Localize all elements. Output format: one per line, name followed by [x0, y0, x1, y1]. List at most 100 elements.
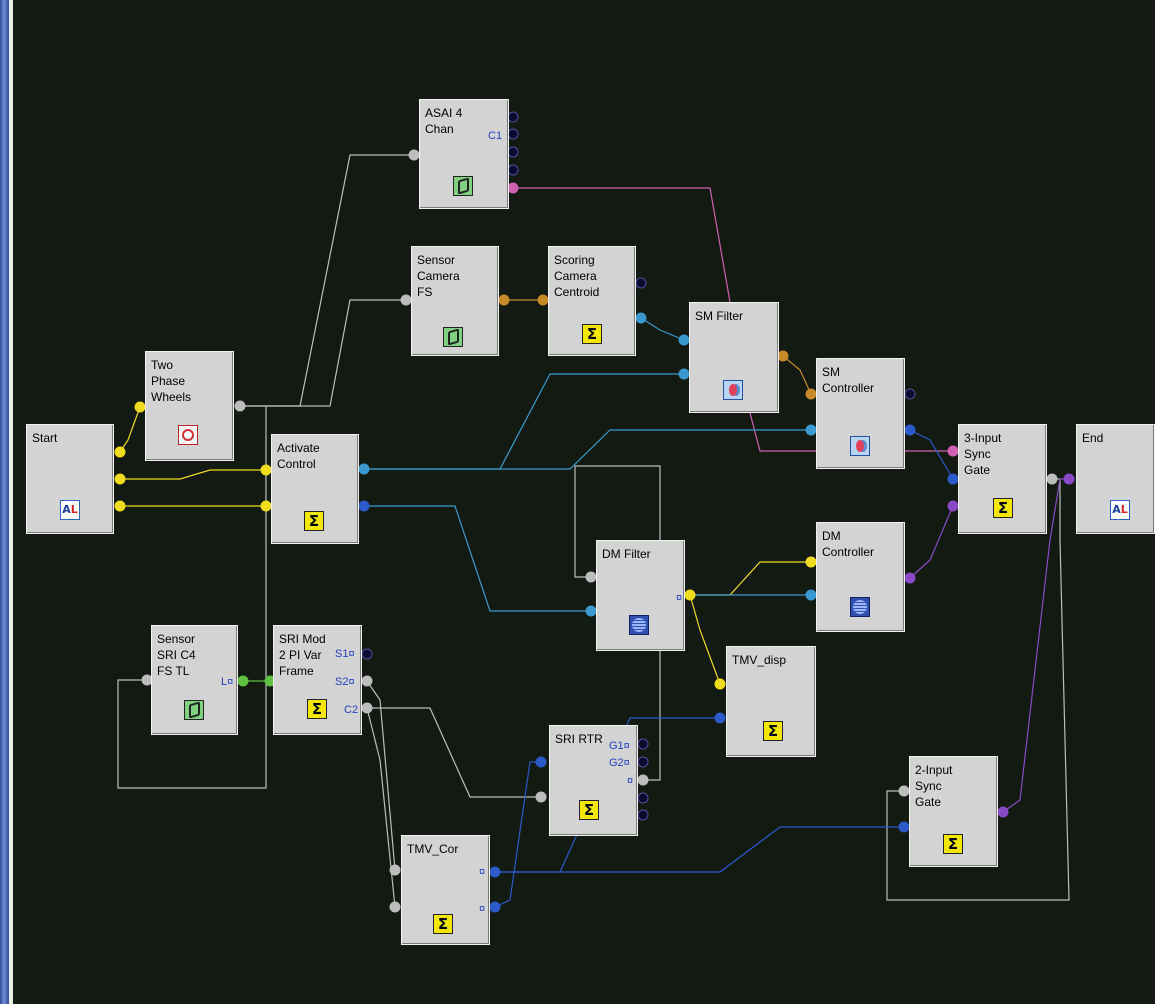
port-gate3-in1[interactable] [947, 445, 959, 457]
block-dm-filter[interactable]: DM Filter ¤ [596, 540, 685, 651]
port-srirtr-out4[interactable] [637, 792, 649, 804]
port-smcontroller-out2[interactable] [904, 424, 916, 436]
port-asai-out-3[interactable] [507, 146, 519, 158]
wire-start-to-wheels[interactable] [119, 406, 141, 453]
port-tmvcor-out1[interactable] [489, 866, 501, 878]
port-scoring-out1[interactable] [635, 277, 647, 289]
wire-smfilter-to-smcontroller[interactable] [782, 355, 812, 395]
wire-wheels-to-asai[interactable] [240, 154, 414, 407]
port-srimod-s1[interactable] [361, 648, 373, 660]
port-srirtr-in1[interactable] [535, 756, 547, 768]
port-dmcontroller-in1[interactable] [805, 556, 817, 568]
port-gate2-out[interactable] [997, 806, 1009, 818]
wire-dmfilter-to-tmvdisp[interactable] [689, 594, 721, 685]
port-sensorcam-out[interactable] [498, 294, 510, 306]
block-asai-4-chan[interactable]: ASAI 4 Chan C1 [419, 99, 509, 209]
port-wheels-in[interactable] [134, 401, 146, 413]
wire-tmvcor-to-srirtr[interactable] [494, 761, 541, 908]
port-dmcontroller-out[interactable] [904, 572, 916, 584]
port-asai-out-2[interactable] [507, 128, 519, 140]
wire-tmvcor-to-gate2[interactable] [495, 826, 904, 873]
wire-srirtr-to-dmfilter[interactable] [574, 465, 661, 781]
port-activate-in1[interactable] [260, 464, 272, 476]
port-scoring-in[interactable] [537, 294, 549, 306]
wire-scoring-to-smfilter[interactable] [640, 317, 685, 341]
block-scoring-camera-centroid[interactable]: Scoring Camera Centroid Σ [548, 246, 636, 356]
block-scoring-camera-centroid-label: Scoring Camera Centroid [554, 253, 600, 299]
wire-smcontroller-to-gate3[interactable] [909, 429, 954, 480]
block-two-phase-wheels[interactable]: Two Phase Wheels [145, 351, 234, 461]
wire-gate2-to-end[interactable] [1002, 478, 1069, 813]
port-tmvcor-out2[interactable] [489, 901, 501, 913]
port-smcontroller-out1[interactable] [904, 388, 916, 400]
port-activate-out1[interactable] [358, 463, 370, 475]
wire-activate-to-smfilter[interactable] [364, 373, 684, 470]
port-smcontroller-in1[interactable] [805, 388, 817, 400]
port-asai-out-1[interactable] [507, 111, 519, 123]
port-smcontroller-in2[interactable] [805, 424, 817, 436]
port-start-out1[interactable] [114, 446, 126, 458]
port-srirtr-g2[interactable] [637, 756, 649, 768]
port-gate3-in3[interactable] [947, 500, 959, 512]
port-activate-in2[interactable] [260, 500, 272, 512]
block-tmv-cor[interactable]: TMV_Cor ¤ ¤ Σ [401, 835, 490, 945]
port-srirtr-in2[interactable] [535, 791, 547, 803]
port-wheels-out[interactable] [234, 400, 246, 412]
block-three-input-sync-gate[interactable]: 3-Input Sync Gate Σ [958, 424, 1047, 534]
port-gate3-out[interactable] [1046, 473, 1058, 485]
block-sensor-sri-c4[interactable]: Sensor SRI C4 FS TL L¤ [151, 625, 238, 735]
port-srirtr-g1[interactable] [637, 738, 649, 750]
wire-activate-to-smcontroller[interactable] [364, 429, 811, 470]
port-asai-c1[interactable] [507, 182, 519, 194]
port-dmfilter-in2[interactable] [585, 605, 597, 617]
block-tmv-disp[interactable]: TMV_disp Σ [726, 646, 816, 757]
port-gate3-in2[interactable] [947, 473, 959, 485]
port-scoring-out2[interactable] [635, 312, 647, 324]
port-gate2-in2[interactable] [898, 821, 910, 833]
block-activate-control[interactable]: Activate Control Σ [271, 434, 359, 544]
block-sm-filter[interactable]: SM Filter [689, 302, 779, 413]
port-asai-out-4[interactable] [507, 164, 519, 176]
port-srimod-c2[interactable] [361, 702, 373, 714]
port-asai-in[interactable] [408, 149, 420, 161]
port-dmfilter-in1[interactable] [585, 571, 597, 583]
port-start-out3[interactable] [114, 500, 126, 512]
wire-start-to-activate-1[interactable] [120, 469, 266, 480]
port-smfilter-in2[interactable] [678, 368, 690, 380]
port-smfilter-out[interactable] [777, 350, 789, 362]
block-sri-mod[interactable]: SRI Mod 2 PI Var Frame S1¤ S2¤ C2 Σ [273, 625, 362, 735]
port-activate-out2[interactable] [358, 500, 370, 512]
block-sri-rtr[interactable]: SRI RTR G1¤ G2¤ ¤ Σ [549, 725, 638, 836]
port-tmvdisp-in1[interactable] [714, 678, 726, 690]
port-end-in[interactable] [1063, 473, 1075, 485]
wire-asai-to-smfilter[interactable] [513, 187, 731, 303]
port-gate2-in1[interactable] [898, 785, 910, 797]
wire-dmcontroller-to-gate3[interactable] [909, 505, 954, 579]
port-sensorcam-in[interactable] [400, 294, 412, 306]
wire-srimod-to-srirtr[interactable] [367, 707, 541, 798]
port-tmvcor-in2[interactable] [389, 901, 401, 913]
wire-activate-to-dmfilter[interactable] [364, 505, 591, 612]
wire-srimod-to-tmvcor-2[interactable] [366, 707, 396, 908]
port-smfilter-in1[interactable] [678, 334, 690, 346]
block-sensor-camera-fs[interactable]: Sensor Camera FS [411, 246, 499, 356]
port-srirtr-out[interactable] [637, 774, 649, 786]
block-sm-controller[interactable]: SM Controller [816, 358, 905, 469]
port-dmcontroller-in2[interactable] [805, 589, 817, 601]
port-tmvcor-in1[interactable] [389, 864, 401, 876]
al-icon-a: A [62, 503, 71, 516]
port-srimod-s2[interactable] [361, 675, 373, 687]
port-dmfilter-out[interactable] [684, 589, 696, 601]
port-sric4-out[interactable] [237, 675, 249, 687]
block-dm-controller[interactable]: DM Controller [816, 522, 905, 632]
wire-wheels-to-sensor-camera[interactable] [240, 299, 406, 407]
block-two-input-sync-gate[interactable]: 2-Input Sync Gate Σ [909, 756, 998, 867]
wire-srimod-to-tmvcor-1[interactable] [366, 680, 396, 871]
wire-sri-c4-loop[interactable] [117, 406, 267, 789]
port-tmvdisp-in2[interactable] [714, 712, 726, 724]
port-srirtr-out5[interactable] [637, 809, 649, 821]
wire-dmfilter-to-dmcontroller[interactable] [690, 561, 811, 596]
port-start-out2[interactable] [114, 473, 126, 485]
